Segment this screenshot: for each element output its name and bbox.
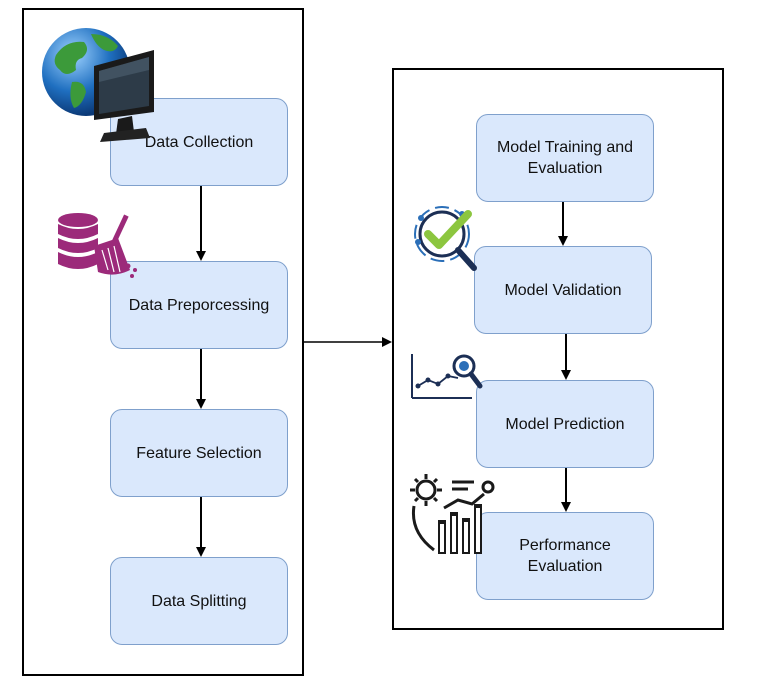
model-validation-node: Model Validation <box>474 246 652 334</box>
validation-check-icon <box>414 206 477 271</box>
model-training-node: Model Training and Evaluation <box>476 114 654 202</box>
data-splitting-node: Data Splitting <box>110 557 288 645</box>
feature-selection-node: Feature Selection <box>110 409 288 497</box>
chart-magnifier-icon <box>411 354 483 399</box>
database-cleaning-icon <box>58 213 137 278</box>
gear-analytics-icon <box>410 474 495 554</box>
data-preprocessing-node: Data Preporcessing <box>110 261 288 349</box>
performance-evaluation-node: Performance Evaluation <box>476 512 654 600</box>
model-prediction-node: Model Prediction <box>476 380 654 468</box>
globe-monitor-icon <box>42 28 154 142</box>
